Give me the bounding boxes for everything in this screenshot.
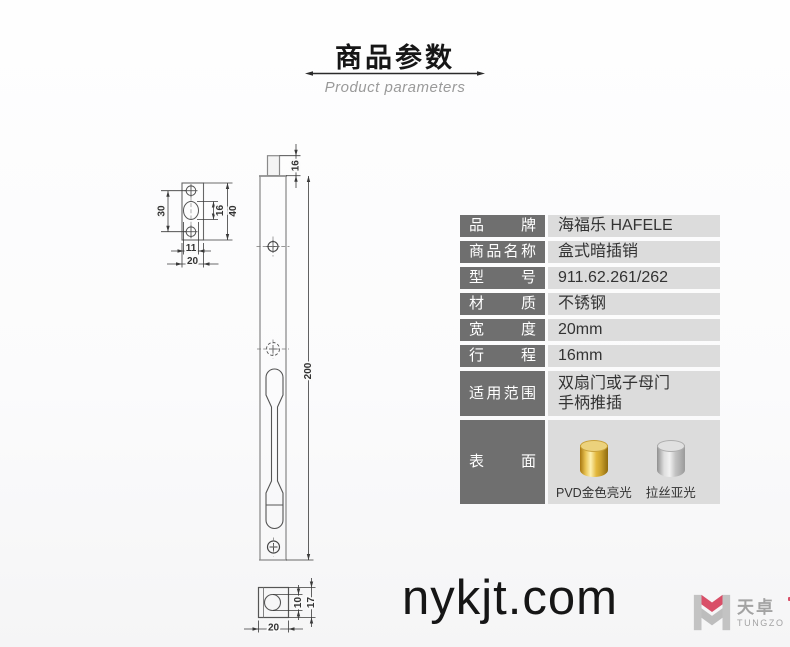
spec-value: 20mm — [548, 319, 720, 341]
bolt-section-view: 10 17 20 — [244, 578, 319, 635]
spec-row-brand: 品牌 海福乐 HAFELE — [460, 215, 720, 237]
spec-label: 表面 — [460, 420, 545, 504]
dim-bolt-throw: 16 — [291, 160, 302, 172]
gold-cylinder-image — [579, 440, 608, 477]
spec-label: 适用范围 — [460, 371, 545, 416]
dim-plate-slot-width: 11 — [186, 243, 197, 254]
spec-row-travel: 行程 16mm — [460, 345, 720, 367]
spec-row-product-name: 商品名称 盒式暗插销 — [460, 241, 720, 263]
spec-label: 型号 — [460, 267, 545, 289]
application-line-1: 双扇门或子母门 — [558, 375, 671, 392]
dim-plate-hole-spacing: 30 — [157, 205, 168, 217]
spec-value: 不锈钢 — [548, 293, 720, 315]
application-line-2: 手柄推插 — [558, 395, 623, 412]
page-subtitle: Product parameters — [324, 79, 466, 96]
plate-view: 30 16 40 11 — [155, 182, 241, 269]
finish-label-gold: PVD金色亮光 — [556, 486, 632, 500]
spec-row-application: 适用范围 双扇门或子母门 手柄推插 — [460, 371, 720, 416]
dim-plate-length: 40 — [228, 205, 239, 217]
dim-plate-width: 20 — [187, 256, 199, 267]
spec-row-surface: 表面 PVD金色亮光 拉丝亚光 — [460, 420, 720, 504]
dim-section-rod: 10 — [293, 597, 304, 609]
finish-swatch-silver: 拉丝亚光 — [646, 440, 696, 504]
site-watermark: nykjt.com — [402, 571, 618, 625]
spec-row-model: 型号 911.62.261/262 — [460, 267, 720, 289]
spec-value: 911.62.261/262 — [548, 267, 720, 289]
silver-cylinder-image — [656, 440, 685, 477]
spec-label: 行程 — [460, 345, 545, 367]
spec-value: 16mm — [548, 345, 720, 367]
finish-label-silver: 拉丝亚光 — [645, 486, 696, 500]
tungzo-logo-icon — [693, 594, 731, 631]
dim-plate-slot-length: 16 — [215, 205, 226, 217]
bolt-front-view: 16 200 — [256, 144, 316, 561]
title-underline — [305, 71, 485, 76]
dim-bolt-length: 200 — [303, 362, 314, 379]
spec-label: 宽度 — [460, 319, 545, 341]
spec-value: 双扇门或子母门 手柄推插 — [548, 371, 720, 416]
trademark-dot — [787, 596, 790, 601]
spec-value: 海福乐 HAFELE — [548, 215, 720, 237]
spec-label: 商品名称 — [460, 241, 545, 263]
spec-value: 盒式暗插销 — [548, 241, 720, 263]
spec-table: 品牌 海福乐 HAFELE 商品名称 盒式暗插销 型号 911.62.261/2… — [460, 215, 720, 508]
spec-value: PVD金色亮光 拉丝亚光 — [548, 420, 720, 504]
dim-section-width: 20 — [268, 623, 280, 634]
brand-subname: TUNGZO — [737, 617, 785, 628]
technical-drawing: 30 16 40 11 — [155, 144, 319, 635]
spec-label: 品牌 — [460, 215, 545, 237]
dim-section-height: 17 — [306, 597, 317, 609]
spec-label: 材质 — [460, 293, 545, 315]
spec-row-width: 宽度 20mm — [460, 319, 720, 341]
brand-logo: 天卓 TUNGZO — [691, 589, 790, 637]
page-title: 商品参数 — [335, 43, 455, 73]
brand-name: 天卓 — [737, 596, 790, 616]
spec-row-material: 材质 不锈钢 — [460, 293, 720, 315]
finish-swatch-gold: PVD金色亮光 — [556, 440, 632, 504]
